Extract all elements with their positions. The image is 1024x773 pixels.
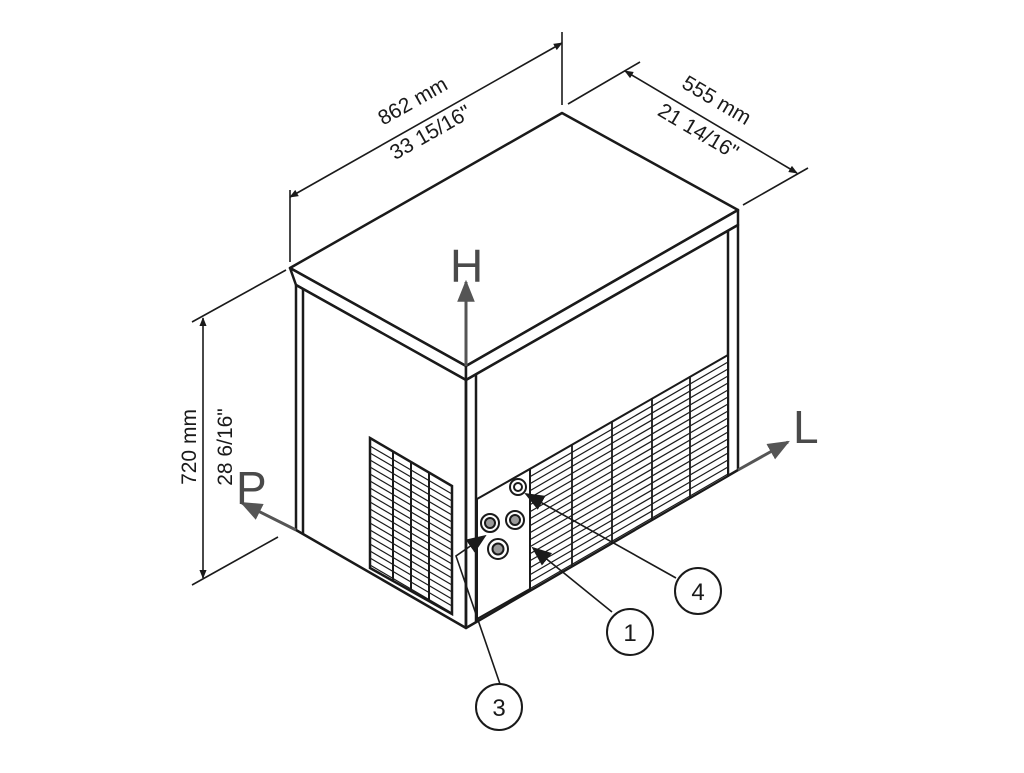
height-mm-label: 720 mm [178, 409, 201, 485]
side-vent-grille [368, 435, 454, 617]
dimension-lines [191, 32, 809, 586]
axes [240, 279, 790, 532]
connection-panel [476, 467, 531, 621]
callout-leader-1 [531, 546, 613, 613]
axis-label-l: L [793, 401, 819, 453]
axis-arrow-l [737, 440, 790, 472]
axis-arrow-p [240, 501, 297, 532]
height-inch-label: 28 6/16" [214, 408, 237, 486]
width-dimension-line [289, 42, 563, 198]
axis-label-h: H [450, 240, 483, 292]
callout-3: 3 [475, 683, 523, 731]
callout-leader-3 [455, 534, 501, 685]
callout-1: 1 [606, 608, 654, 656]
depth-dimension-line [624, 70, 798, 174]
callout-leaders [455, 493, 677, 685]
callout-3-label: 3 [492, 695, 505, 722]
axis-label-p: P [236, 462, 267, 514]
callout-4: 4 [674, 567, 722, 615]
callout-4-label: 4 [691, 579, 704, 606]
callout-leader-4 [524, 493, 677, 579]
callout-1-label: 1 [623, 620, 636, 647]
